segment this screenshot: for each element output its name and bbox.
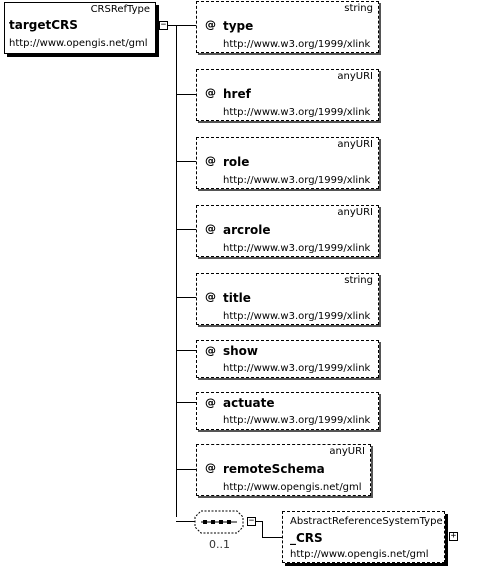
root-element-box[interactable]: CRSRefType targetCRS http://www.opengis.… [4, 2, 156, 54]
plus-icon: + [450, 531, 457, 541]
attribute-box-href[interactable]: anyURI @ href http://www.w3.org/1999/xli… [196, 69, 379, 121]
sequence-cardinality: 0..1 [209, 538, 230, 551]
connector-child-horizontal [262, 537, 282, 538]
attribute-type-label: string [344, 3, 373, 14]
attribute-type-label: string [344, 275, 373, 286]
attribute-box-actuate[interactable]: @ actuate http://www.w3.org/1999/xlink [196, 392, 379, 430]
attribute-name: role [223, 155, 250, 169]
connector-vertical-trunk [176, 25, 177, 517]
attribute-type-label: anyURI [337, 207, 373, 218]
child-element-name: _CRS [290, 531, 323, 545]
attribute-box-arcrole[interactable]: anyURI @ arcrole http://www.w3.org/1999/… [196, 205, 379, 257]
minus-icon: − [160, 20, 167, 30]
connector-branch-sequence [176, 521, 196, 522]
attribute-type-label: anyURI [329, 446, 365, 457]
attribute-at-icon: @ [205, 154, 216, 167]
connector-branch-2 [176, 94, 196, 95]
attribute-at-icon: @ [205, 344, 216, 357]
attribute-namespace: http://www.w3.org/1999/xlink [223, 415, 371, 426]
collapse-sequence-toggle[interactable]: − [247, 517, 256, 526]
collapse-root-toggle[interactable]: − [159, 21, 168, 30]
connector-branch-5 [176, 297, 196, 298]
expand-child-toggle[interactable]: + [449, 532, 458, 541]
attribute-at-icon: @ [205, 396, 216, 409]
connector-child-vertical [262, 521, 263, 538]
attribute-at-icon: @ [205, 18, 216, 31]
attribute-type-label: anyURI [337, 71, 373, 82]
attribute-box-type[interactable]: string @ type http://www.w3.org/1999/xli… [196, 1, 379, 53]
connector-root-horizontal [168, 25, 176, 26]
attribute-box-remoteschema[interactable]: anyURI @ remoteSchema http://www.opengis… [196, 444, 371, 496]
attribute-at-icon: @ [205, 86, 216, 99]
attribute-box-role[interactable]: anyURI @ role http://www.w3.org/1999/xli… [196, 137, 379, 189]
attribute-name: actuate [223, 396, 275, 410]
connector-branch-8 [176, 469, 196, 470]
attribute-namespace: http://www.w3.org/1999/xlink [223, 243, 371, 254]
attribute-at-icon: @ [205, 222, 216, 235]
root-element-name: targetCRS [9, 18, 78, 32]
attribute-box-show[interactable]: @ show http://www.w3.org/1999/xlink [196, 340, 379, 378]
connector-sequence-to-child [256, 521, 262, 522]
attribute-box-title[interactable]: string @ title http://www.w3.org/1999/xl… [196, 273, 379, 325]
attribute-name: href [223, 87, 251, 101]
attribute-namespace: http://www.w3.org/1999/xlink [223, 363, 371, 374]
attribute-at-icon: @ [205, 290, 216, 303]
attribute-namespace: http://www.w3.org/1999/xlink [223, 39, 371, 50]
attribute-namespace: http://www.opengis.net/gml [223, 482, 362, 493]
attribute-at-icon: @ [205, 461, 216, 474]
connector-branch-1 [176, 25, 196, 26]
attribute-name: type [223, 19, 254, 33]
attribute-type-label: anyURI [337, 139, 373, 150]
connector-branch-7 [176, 402, 196, 403]
minus-icon: − [248, 516, 255, 526]
attribute-name: remoteSchema [223, 462, 325, 476]
child-element-box[interactable]: AbstractReferenceSystemType _CRS http://… [282, 511, 445, 563]
root-namespace: http://www.opengis.net/gml [9, 38, 148, 49]
connector-branch-6 [176, 350, 196, 351]
attribute-name: title [223, 291, 251, 305]
attribute-namespace: http://www.w3.org/1999/xlink [223, 311, 371, 322]
child-type-label: AbstractReferenceSystemType [290, 516, 443, 527]
attribute-name: arcrole [223, 223, 271, 237]
sequence-compositor-icon[interactable] [194, 510, 244, 534]
attribute-namespace: http://www.w3.org/1999/xlink [223, 107, 371, 118]
attribute-name: show [223, 344, 259, 358]
connector-branch-4 [176, 229, 196, 230]
attribute-namespace: http://www.w3.org/1999/xlink [223, 175, 371, 186]
child-namespace: http://www.opengis.net/gml [290, 549, 429, 560]
root-type-label: CRSRefType [90, 4, 150, 15]
connector-branch-3 [176, 161, 196, 162]
